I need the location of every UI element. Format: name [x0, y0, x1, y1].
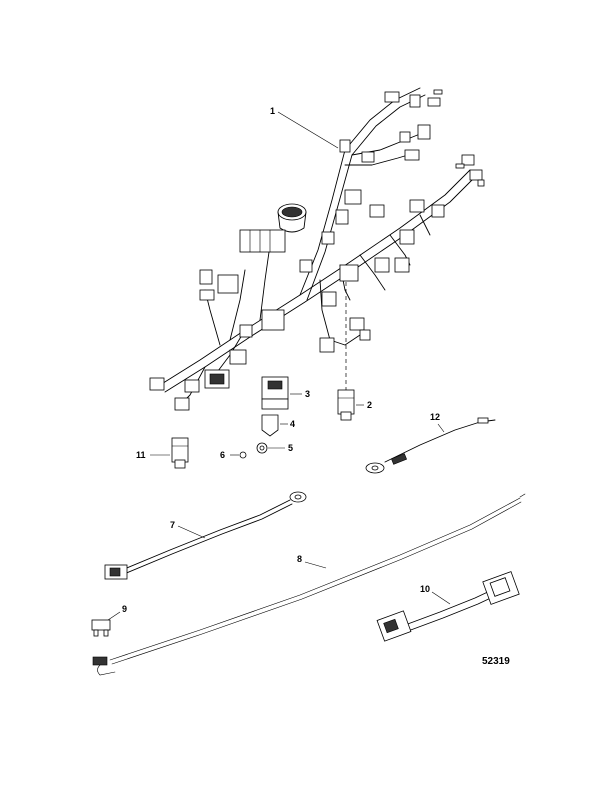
part-10-adapter-harness	[376, 571, 520, 642]
part-6-screw	[239, 451, 247, 459]
callout-3: 3	[290, 389, 310, 399]
callout-1-label: 1	[270, 106, 275, 116]
callout-5-label: 5	[288, 443, 293, 453]
callout-3-label: 3	[305, 389, 310, 399]
main-wiring-harness	[149, 87, 485, 411]
callout-7: 7	[170, 520, 206, 539]
callout-11: 11	[136, 450, 170, 460]
callout-10: 10	[420, 584, 451, 605]
callout-4-label: 4	[290, 419, 295, 429]
part-5-grommet	[256, 442, 268, 454]
part-12-ground-cable	[365, 417, 496, 474]
callout-2: 2	[356, 400, 372, 410]
callout-10-label: 10	[420, 584, 430, 594]
callout-12: 12	[430, 412, 445, 433]
callout-9: 9	[107, 604, 127, 621]
callout-2-label: 2	[367, 400, 372, 410]
callout-4: 4	[280, 419, 295, 429]
callout-5: 5	[268, 443, 293, 453]
part-3-relay	[261, 376, 289, 410]
part-2-connector	[337, 389, 355, 421]
part-9-fuse	[91, 619, 111, 637]
part-4-bracket	[261, 414, 279, 437]
callout-9-label: 9	[122, 604, 127, 614]
callout-8-label: 8	[297, 554, 302, 564]
figure-number: 52319	[482, 656, 510, 667]
part-8-long-cable	[92, 493, 526, 676]
callout-7-label: 7	[170, 520, 175, 530]
callout-12-label: 12	[430, 412, 440, 422]
callout-11-label: 11	[136, 450, 146, 460]
callout-1: 1	[270, 106, 339, 149]
callout-6-label: 6	[220, 450, 225, 460]
part-11-connector	[171, 437, 189, 469]
callout-8: 8	[297, 554, 327, 569]
part-7-cable	[104, 491, 307, 580]
callout-6: 6	[220, 450, 239, 460]
